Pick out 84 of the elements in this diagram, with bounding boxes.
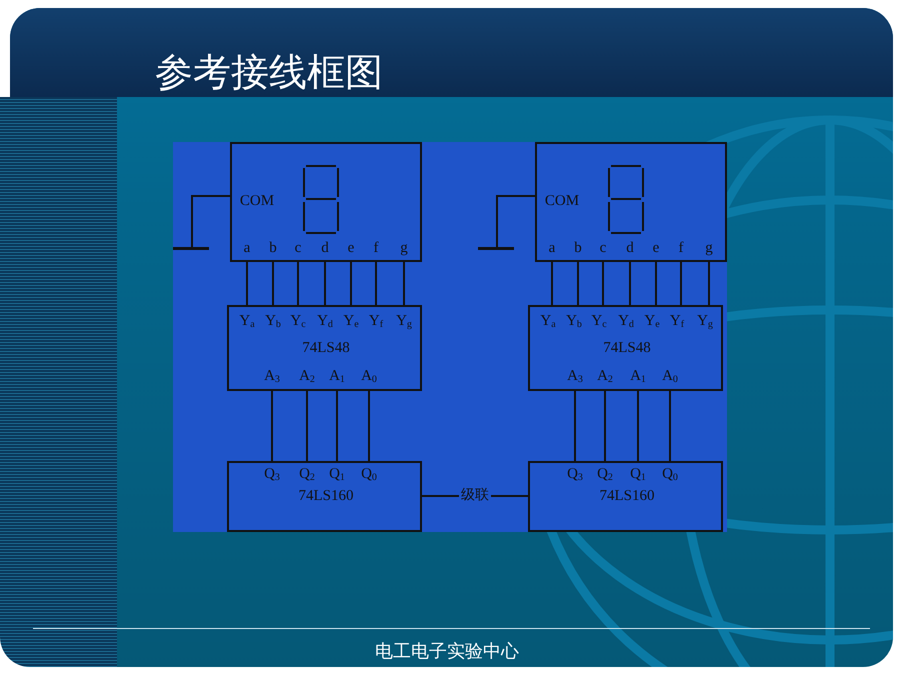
pin-label: Y$_{a}$: [540, 312, 556, 330]
pin-label: A$_{3}$: [567, 367, 583, 385]
pin-label: Y$_{g}$: [396, 312, 412, 330]
pin-label: A$_{2}$: [597, 367, 613, 385]
footer-text: 电工电子实验中心: [375, 640, 519, 662]
seven-segment-display: [535, 142, 727, 262]
pin-label: f: [678, 239, 684, 257]
wire: [708, 262, 710, 305]
wire: [577, 262, 579, 305]
pin-label: COM: [240, 192, 274, 210]
ground-line: [173, 247, 209, 250]
pin-label: Q$_{1}$: [329, 465, 345, 483]
pin-label: A$_{2}$: [299, 367, 315, 385]
pin-label: Q$_{3}$: [567, 465, 583, 483]
slide-title: 参考接线框图: [155, 51, 383, 96]
wire: [306, 391, 308, 461]
pin-label: Y$_{f}$: [368, 312, 384, 330]
pin-label: Y$_{b}$: [265, 312, 281, 330]
pin-label: Y$_{a}$: [239, 312, 255, 330]
pin-label: Y$_{d}$: [618, 312, 634, 330]
seven-segment-display: [230, 142, 422, 262]
pin-label: Y$_{d}$: [317, 312, 333, 330]
wire: [680, 262, 682, 305]
wire: [655, 262, 657, 305]
pin-label: Q$_{2}$: [597, 465, 613, 483]
chip-name: 74LS48: [302, 339, 350, 357]
wire: [324, 262, 326, 305]
pin-label: Y$_{e}$: [644, 312, 660, 330]
pin-label: f: [374, 239, 378, 257]
pin-label: A$_{0}$: [662, 367, 678, 385]
wire: [336, 391, 338, 461]
wire: [403, 262, 405, 305]
wire: [496, 195, 535, 247]
decoder-chip: [528, 305, 723, 391]
pin-label: e: [348, 239, 354, 257]
chip-name: 74LS160: [298, 487, 354, 505]
wire: [191, 195, 230, 247]
pin-label: Y$_{f}$: [670, 312, 684, 330]
pin-label: e: [652, 239, 660, 257]
wire: [604, 391, 606, 461]
pin-label: Q$_{0}$: [662, 465, 678, 483]
pin-label: a: [244, 239, 250, 257]
pin-label: A$_{3}$: [264, 367, 280, 385]
pin-label: b: [574, 239, 582, 257]
wire: [368, 391, 370, 461]
wire: [574, 391, 576, 461]
pin-label: Q$_{0}$: [361, 465, 377, 483]
pin-label: Y$_{c}$: [591, 312, 607, 330]
wire: [669, 391, 671, 461]
wire: [375, 262, 377, 305]
pin-label: COM: [544, 192, 580, 210]
wire: [272, 262, 274, 305]
wire: [637, 391, 639, 461]
pin-label: Q$_{2}$: [299, 465, 315, 483]
pin-label: Q$_{1}$: [630, 465, 646, 483]
pin-label: Q$_{3}$: [264, 465, 280, 483]
pin-label: c: [600, 239, 606, 257]
pin-label: A$_{0}$: [361, 367, 377, 385]
wire: [246, 262, 248, 305]
pin-label: A$_{1}$: [630, 367, 646, 385]
decoder-chip: [227, 305, 422, 391]
pin-label: c: [294, 239, 302, 257]
chip-name: 74LS160: [600, 487, 654, 505]
counter-chip: [227, 461, 422, 532]
counter-chip: [528, 461, 723, 532]
pin-label: d: [321, 239, 329, 257]
wire: [297, 262, 299, 305]
pin-label: Y$_{g}$: [697, 312, 713, 330]
pin-label: A$_{1}$: [329, 367, 345, 385]
wire: [350, 262, 352, 305]
pin-label: Y$_{b}$: [566, 312, 582, 330]
pin-label: Y$_{e}$: [343, 312, 359, 330]
pin-label: a: [548, 239, 556, 257]
wire: [551, 262, 553, 305]
chip-name: 74LS48: [603, 339, 651, 357]
wire: [629, 262, 631, 305]
ground-line: [478, 247, 514, 250]
pin-label: d: [626, 239, 634, 257]
wire: [602, 262, 604, 305]
pin-label: Y$_{c}$: [290, 312, 306, 330]
pin-label: b: [269, 239, 277, 257]
pin-label: g: [400, 239, 408, 257]
wire: [271, 391, 273, 461]
pin-label: g: [705, 239, 713, 257]
